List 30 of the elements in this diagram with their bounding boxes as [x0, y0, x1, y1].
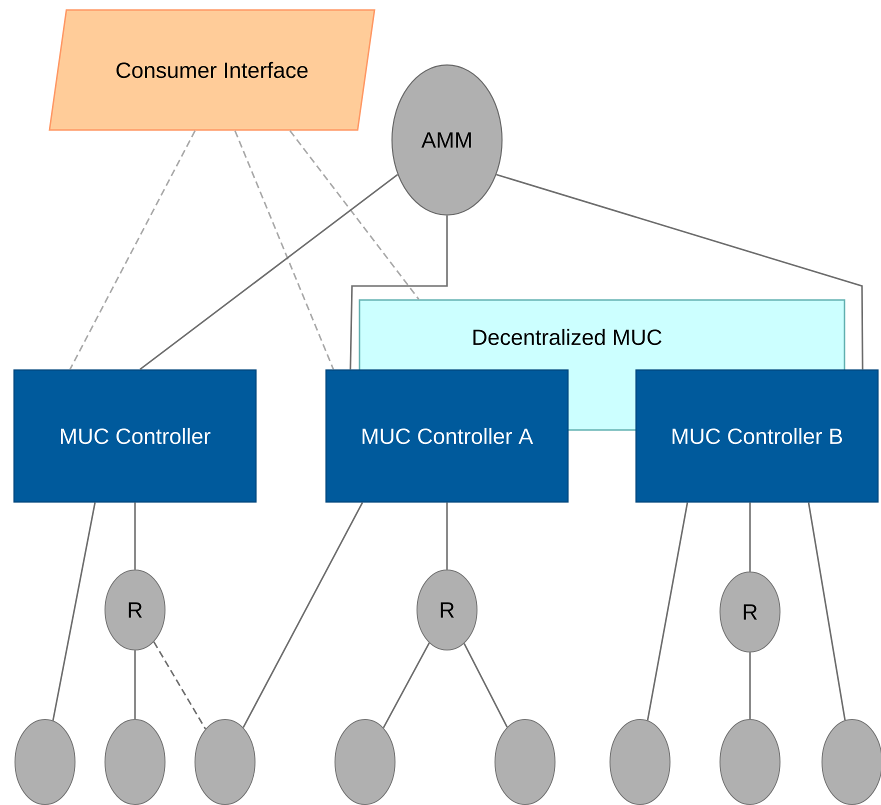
device-ellipse [494, 719, 556, 805]
device-ellipse [334, 719, 396, 805]
controller-box: MUC Controller [13, 369, 257, 503]
connector-line [496, 174, 864, 370]
device-ellipse [104, 719, 166, 805]
connector-line [134, 650, 136, 719]
device-ellipse [194, 719, 256, 805]
connector-line [382, 642, 430, 728]
connector-line [69, 130, 196, 370]
connector-line [749, 652, 751, 719]
connector-line [446, 502, 448, 570]
connector-line [646, 502, 688, 720]
connector-line [52, 502, 96, 721]
device-ellipse [610, 719, 670, 805]
connector-line [463, 643, 508, 728]
connector-line [749, 502, 751, 572]
connector-line [134, 502, 136, 570]
controller-box: MUC Controller A [325, 369, 569, 503]
device-ellipse [720, 719, 780, 805]
controller-box: MUC Controller B [635, 369, 879, 503]
connector-line [289, 130, 420, 300]
device-ellipse [14, 719, 76, 805]
connector-line [140, 174, 398, 370]
connector-line [350, 216, 448, 370]
consumer-interface-parallelogram: Consumer Interface [48, 9, 376, 131]
connector-line [153, 641, 206, 730]
connector-line [808, 502, 846, 720]
device-ellipse [822, 719, 881, 805]
connector-line [234, 130, 334, 370]
connector-line [242, 502, 364, 728]
